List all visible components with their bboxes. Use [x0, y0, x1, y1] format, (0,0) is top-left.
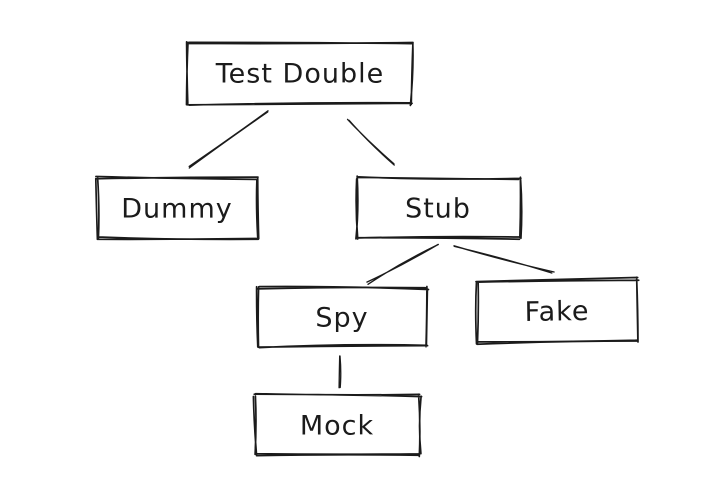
edge-stub-fake[interactable] [453, 245, 555, 274]
node-test-double-box [185, 41, 414, 107]
node-stub[interactable]: Stub [355, 175, 523, 241]
edge-spy-mock[interactable] [338, 355, 342, 389]
node-test-double[interactable]: Test Double [185, 41, 414, 107]
node-spy-label: Spy [315, 303, 368, 334]
edges-group [188, 110, 555, 389]
node-dummy-label: Dummy [121, 194, 232, 225]
node-test-double-label: Test Double [215, 59, 384, 90]
edge-test-double-dummy[interactable] [188, 110, 269, 169]
node-mock[interactable]: Mock [252, 392, 423, 458]
node-dummy[interactable]: Dummy [94, 175, 260, 241]
node-fake[interactable]: Fake [474, 276, 640, 346]
edge-test-double-stub[interactable] [346, 118, 395, 166]
node-spy[interactable]: Spy [255, 285, 430, 349]
edge-stub-spy[interactable] [366, 243, 439, 285]
node-dummy-box [94, 175, 260, 241]
node-stub-box [355, 175, 523, 241]
node-fake-box [474, 276, 640, 346]
node-fake-label: Fake [524, 296, 589, 328]
node-spy-box [255, 285, 430, 349]
node-mock-box [252, 392, 423, 458]
node-stub-label: Stub [405, 193, 471, 224]
node-mock-label: Mock [300, 411, 374, 442]
